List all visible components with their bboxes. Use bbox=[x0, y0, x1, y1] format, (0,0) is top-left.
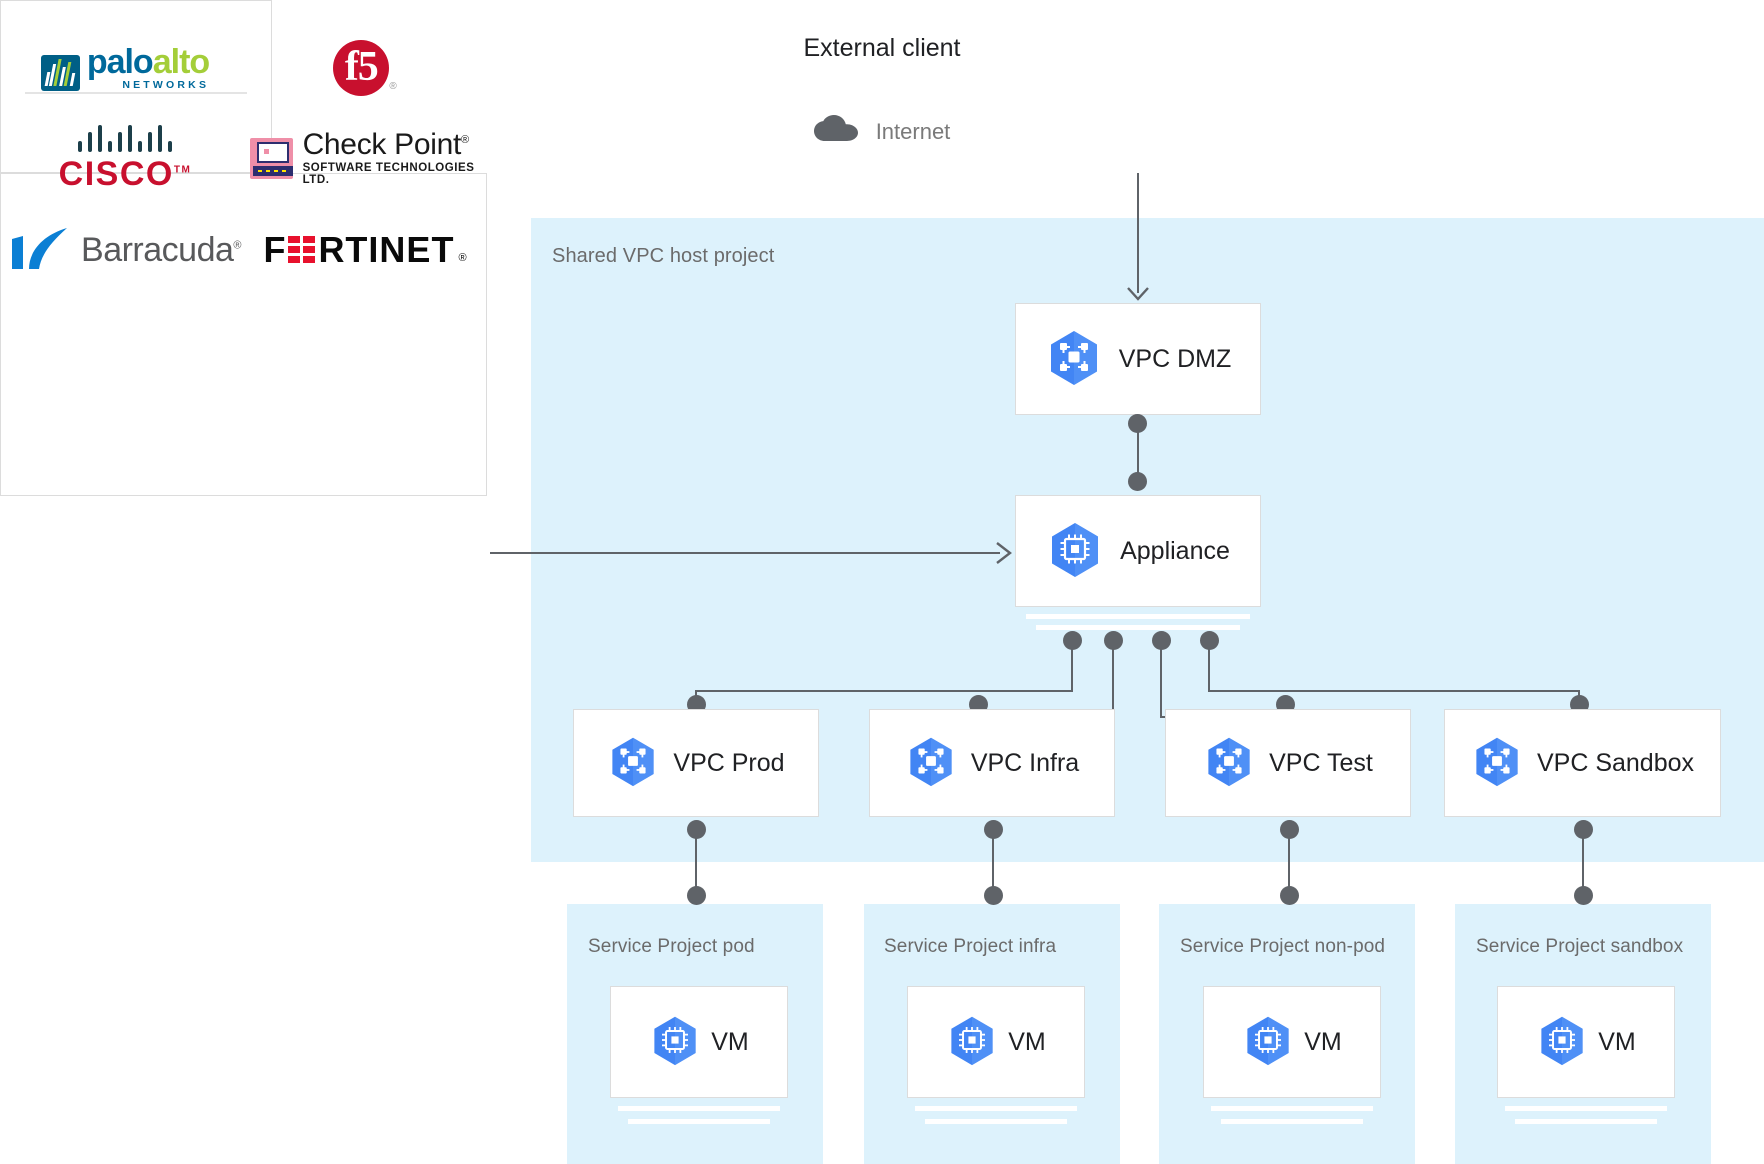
stack-line bbox=[1515, 1119, 1657, 1124]
fortinet-registered: ® bbox=[458, 252, 467, 264]
check-point-subtitle: SOFTWARE TECHNOLOGIES LTD. bbox=[302, 162, 475, 186]
fortinet-o-icon bbox=[288, 236, 316, 264]
node-vpc-infra-label: VPC Infra bbox=[970, 748, 1080, 777]
service-project-non-pod-label: Service Project non-pod bbox=[1180, 936, 1386, 957]
service-project-infra-label: Service Project infra bbox=[884, 936, 1057, 957]
node-vpc-test[interactable]: VPC Test bbox=[1165, 709, 1411, 817]
connector-segment bbox=[695, 690, 1073, 692]
fortinet-text-a: F bbox=[263, 229, 287, 270]
connector-prod-to-pod bbox=[695, 828, 697, 890]
stack-line bbox=[1505, 1106, 1667, 1111]
connector-segment bbox=[1112, 640, 1114, 718]
palo-alto-networks-logo: paloalto NETWORKS bbox=[10, 30, 240, 106]
palo-alto-subtitle: NETWORKS bbox=[122, 79, 210, 92]
connector-dot bbox=[984, 886, 1003, 905]
connector-dot bbox=[687, 886, 706, 905]
connector-segment bbox=[1208, 640, 1210, 692]
internet-label: Internet bbox=[875, 118, 951, 144]
vm-chip-icon bbox=[1536, 1014, 1588, 1071]
stack-line bbox=[1036, 625, 1240, 630]
node-vpc-test-label: VPC Test bbox=[1269, 748, 1373, 777]
vpc-network-icon bbox=[1045, 328, 1103, 391]
vm-chip-icon bbox=[1046, 520, 1104, 583]
stack-line bbox=[1026, 614, 1250, 619]
node-vpc-dmz-label: VPC DMZ bbox=[1118, 344, 1232, 373]
divider bbox=[25, 92, 247, 94]
node-vm-non-pod[interactable]: VM bbox=[1203, 986, 1381, 1098]
node-vm-non-pod-label: VM bbox=[1304, 1027, 1342, 1056]
barracuda-logo: Barracuda® bbox=[10, 210, 241, 290]
stack-line bbox=[618, 1106, 780, 1111]
node-vpc-sandbox-label: VPC Sandbox bbox=[1536, 748, 1695, 777]
node-vm-pod-label: VM bbox=[711, 1027, 749, 1056]
check-point-title: Check Point bbox=[302, 128, 462, 161]
node-vpc-prod-label: VPC Prod bbox=[673, 748, 785, 777]
f5-logo: f5 ® bbox=[250, 30, 480, 106]
vm-chip-icon bbox=[1242, 1014, 1294, 1071]
vpc-network-icon bbox=[1203, 735, 1255, 792]
barracuda-text: Barracuda bbox=[81, 230, 234, 269]
vm-chip-icon bbox=[946, 1014, 998, 1071]
palo-alto-word-b: alto bbox=[152, 43, 210, 82]
fortinet-logo: F RTINET ® bbox=[250, 210, 480, 290]
vpc-network-icon bbox=[1471, 735, 1523, 792]
check-point-mark-icon bbox=[250, 137, 293, 179]
connector-infra-to-infra bbox=[992, 828, 994, 890]
stack-line bbox=[1211, 1106, 1373, 1111]
check-point-logo: Check Point® SOFTWARE TECHNOLOGIES LTD. bbox=[250, 118, 490, 198]
cisco-logo: CISCOTM bbox=[10, 118, 240, 198]
service-project-sandbox-label: Service Project sandbox bbox=[1476, 936, 1684, 957]
stack-line bbox=[628, 1119, 770, 1124]
cisco-text: CISCO bbox=[58, 155, 174, 193]
barracuda-fin-icon bbox=[12, 228, 68, 269]
appliance-vendor-logos-panel: paloalto NETWORKS f5 ® bbox=[0, 40, 487, 496]
connector-test-to-non-pod bbox=[1288, 828, 1290, 890]
node-vm-sandbox-label: VM bbox=[1598, 1027, 1636, 1056]
shared-vpc-host-project-label: Shared VPC host project bbox=[552, 245, 775, 267]
connector-segment bbox=[1071, 640, 1073, 692]
f5-mark-icon: f5 bbox=[333, 40, 390, 96]
node-vm-pod[interactable]: VM bbox=[610, 986, 788, 1098]
node-vpc-sandbox[interactable]: VPC Sandbox bbox=[1444, 709, 1721, 817]
connector-dot bbox=[1574, 886, 1593, 905]
connector-segment bbox=[1208, 690, 1580, 692]
f5-registered: ® bbox=[389, 81, 397, 92]
node-vpc-infra[interactable]: VPC Infra bbox=[869, 709, 1115, 817]
arrowhead-down-icon bbox=[1126, 286, 1150, 307]
connector-dot bbox=[1280, 886, 1299, 905]
fortinet-text-b: RTINET bbox=[318, 229, 455, 270]
connector-dmz-to-appliance bbox=[1137, 421, 1139, 478]
palo-alto-mark-icon bbox=[40, 54, 80, 91]
connector-segment bbox=[1160, 640, 1162, 718]
f5-text: f5 bbox=[344, 44, 379, 91]
node-appliance-label: Appliance bbox=[1120, 536, 1230, 565]
connector-dot bbox=[1128, 472, 1147, 491]
node-vm-sandbox[interactable]: VM bbox=[1497, 986, 1675, 1098]
connector-sandbox-to-sandbox bbox=[1582, 828, 1584, 890]
stack-line bbox=[925, 1119, 1067, 1124]
vpc-network-icon bbox=[905, 735, 957, 792]
node-vm-infra-label: VM bbox=[1008, 1027, 1046, 1056]
check-point-registered: ® bbox=[461, 134, 469, 146]
external-client-title: External client bbox=[803, 34, 961, 62]
vpc-network-icon bbox=[607, 735, 659, 792]
palo-alto-word-a: palo bbox=[86, 43, 154, 82]
arrowhead-right-icon bbox=[994, 541, 1016, 570]
service-project-pod-label: Service Project pod bbox=[588, 936, 755, 957]
connector-client-to-dmz bbox=[1137, 173, 1139, 293]
cloud-icon bbox=[813, 115, 858, 148]
node-appliance[interactable]: Appliance bbox=[1015, 495, 1261, 607]
node-vm-infra[interactable]: VM bbox=[907, 986, 1085, 1098]
cisco-bars-icon bbox=[59, 125, 192, 152]
connector-vendors-to-appliance bbox=[490, 552, 1000, 554]
stack-line bbox=[1221, 1119, 1363, 1124]
vm-chip-icon bbox=[649, 1014, 701, 1071]
node-vpc-dmz[interactable]: VPC DMZ bbox=[1015, 303, 1261, 415]
cisco-trademark: TM bbox=[173, 164, 192, 176]
stack-line bbox=[915, 1106, 1077, 1111]
node-vpc-prod[interactable]: VPC Prod bbox=[573, 709, 819, 817]
barracuda-registered: ® bbox=[233, 239, 241, 252]
